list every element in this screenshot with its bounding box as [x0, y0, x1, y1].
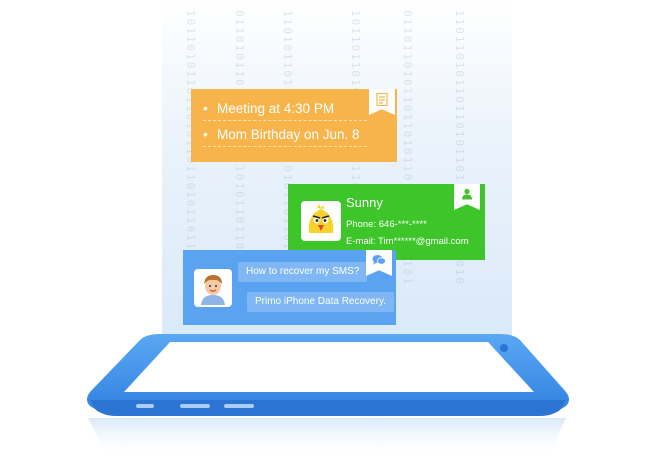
sms-answer-bubble: Primo iPhone Data Recovery.: [247, 292, 394, 312]
chat-bubbles-icon: [366, 250, 392, 276]
binary-stream: 10110101101101011011010110110101: [183, 10, 197, 350]
phone-reflection: [88, 418, 566, 458]
contact-phone: Phone: 646-***-****: [346, 219, 427, 230]
memo-item: •Meeting at 4:30 PM: [203, 98, 367, 121]
phone-camera: [500, 344, 508, 352]
yellow-bird-avatar-icon: [308, 204, 334, 233]
sms-question-bubble: How to recover my SMS?: [238, 262, 368, 282]
sms-card: How to recover my SMS? Primo iPhone Data…: [183, 250, 396, 325]
contact-name: Sunny: [346, 195, 383, 210]
contact-person-icon: [454, 184, 480, 210]
contact-avatar: [301, 201, 341, 241]
phone-edge: [90, 400, 566, 416]
sms-avatar: [194, 269, 232, 307]
phone-button: [224, 404, 254, 408]
phone-button: [180, 404, 210, 408]
boy-avatar-icon: [201, 275, 225, 305]
phone-screen: [124, 342, 534, 392]
memo-icon: [369, 89, 395, 115]
memo-card: •Meeting at 4:30 PM •Mom Birthday on Jun…: [191, 89, 397, 162]
phone-button: [136, 404, 154, 408]
contact-card: Sunny Phone: 646-***-**** E-mail: Tim***…: [288, 184, 485, 260]
memo-item: •Mom Birthday on Jun. 8: [203, 124, 367, 147]
contact-email: E-mail: Tim******@gmail.com: [346, 236, 469, 247]
